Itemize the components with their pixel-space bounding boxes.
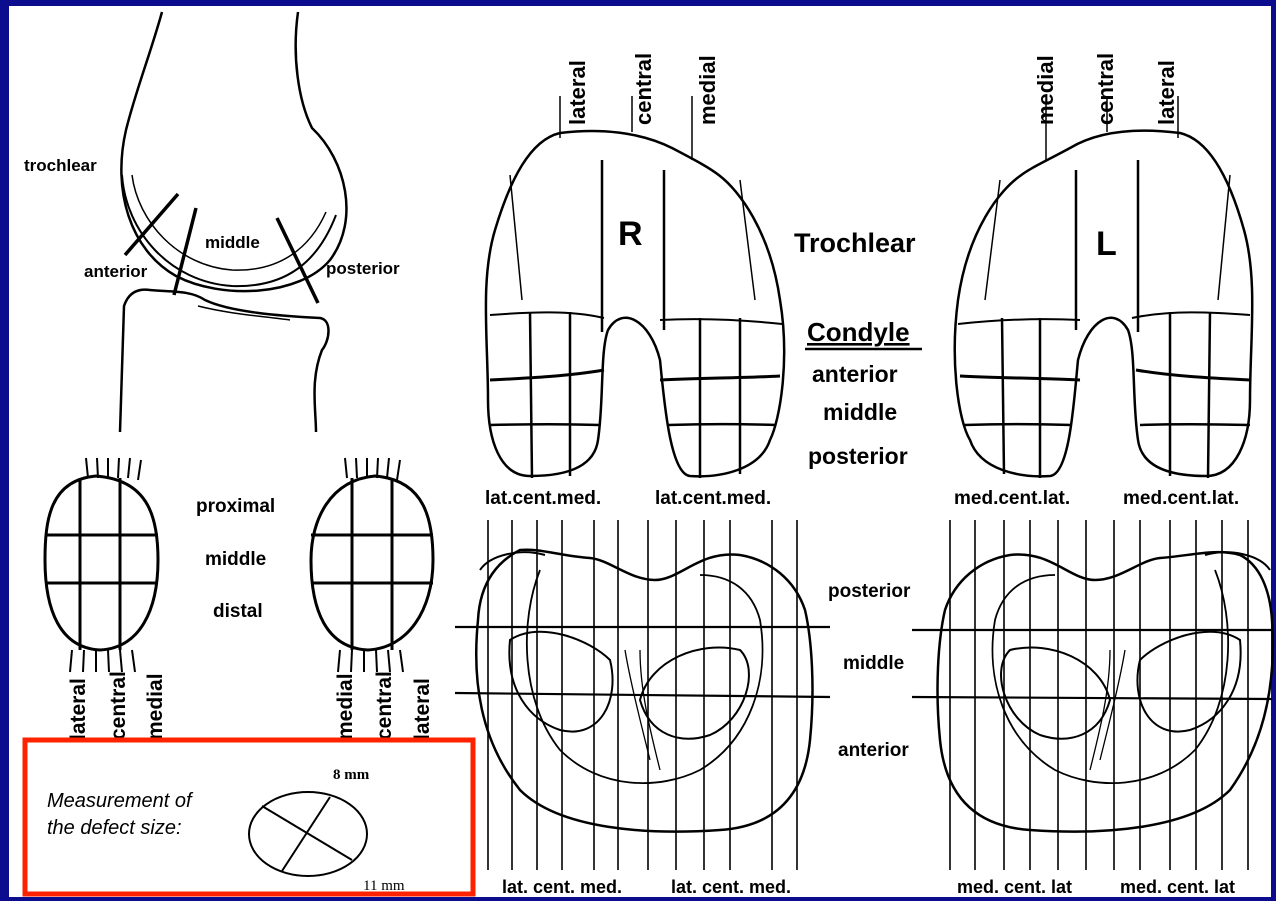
- measurement-dim-8mm: 8 mm: [333, 767, 370, 783]
- condyle-row-posterior: posterior: [808, 443, 908, 469]
- tibia-right-bottom-1: lat. cent. med.: [502, 877, 622, 897]
- femur-left-top-central: central: [1093, 53, 1118, 125]
- patella-right-col-central: central: [373, 671, 396, 740]
- sagittal-label-posterior: posterior: [326, 259, 400, 278]
- femur-left-bottom-2: med.cent.lat.: [1123, 488, 1239, 509]
- patella-row-distal: distal: [213, 601, 263, 622]
- patella-left-col-lateral: lateral: [67, 678, 90, 740]
- femur-right-top-central: central: [631, 53, 656, 125]
- femur-right-bottom-2: lat.cent.med.: [655, 488, 771, 509]
- femur-label-condyle: Condyle: [807, 317, 910, 347]
- femur-right-top-medial: medial: [695, 55, 720, 125]
- femur-right-bottom-1: lat.cent.med.: [485, 488, 601, 509]
- tibia-left-bottom-1: med. cent. lat: [957, 877, 1072, 897]
- femur-right-top-lateral: lateral: [565, 60, 590, 125]
- patella-row-middle: middle: [205, 549, 266, 570]
- patella-right-col-lateral: lateral: [411, 678, 434, 740]
- tibia-row-anterior: anterior: [838, 740, 909, 761]
- patella-left-col-central: central: [107, 671, 130, 740]
- femur-left-letter: L: [1096, 225, 1117, 263]
- tibia-row-middle: middle: [843, 653, 904, 674]
- condyle-row-anterior: anterior: [812, 361, 898, 387]
- measurement-caption-line2: the defect size:: [47, 817, 182, 839]
- tibia-left-bottom-2: med. cent. lat: [1120, 877, 1235, 897]
- femur-left-top-lateral: lateral: [1154, 60, 1179, 125]
- condyle-row-middle: middle: [823, 399, 897, 425]
- sagittal-label-anterior: anterior: [84, 262, 148, 281]
- femur-right-letter: R: [618, 215, 643, 253]
- tibia-right-bottom-2: lat. cent. med.: [671, 877, 791, 897]
- tibia-row-posterior: posterior: [828, 581, 911, 602]
- sagittal-label-trochlear: trochlear: [24, 156, 97, 175]
- femur-left-top-medial: medial: [1033, 55, 1058, 125]
- measurement-caption-line1: Measurement of: [47, 790, 194, 812]
- measurement-dim-11mm: 11 mm: [363, 878, 405, 894]
- sagittal-label-middle: middle: [205, 233, 260, 252]
- femur-label-trochlear: Trochlear: [794, 228, 916, 258]
- femur-left-bottom-1: med.cent.lat.: [954, 488, 1070, 509]
- patella-left-col-medial: medial: [144, 673, 167, 740]
- patella-right-col-medial: medial: [334, 673, 357, 740]
- patella-row-proximal: proximal: [196, 496, 275, 517]
